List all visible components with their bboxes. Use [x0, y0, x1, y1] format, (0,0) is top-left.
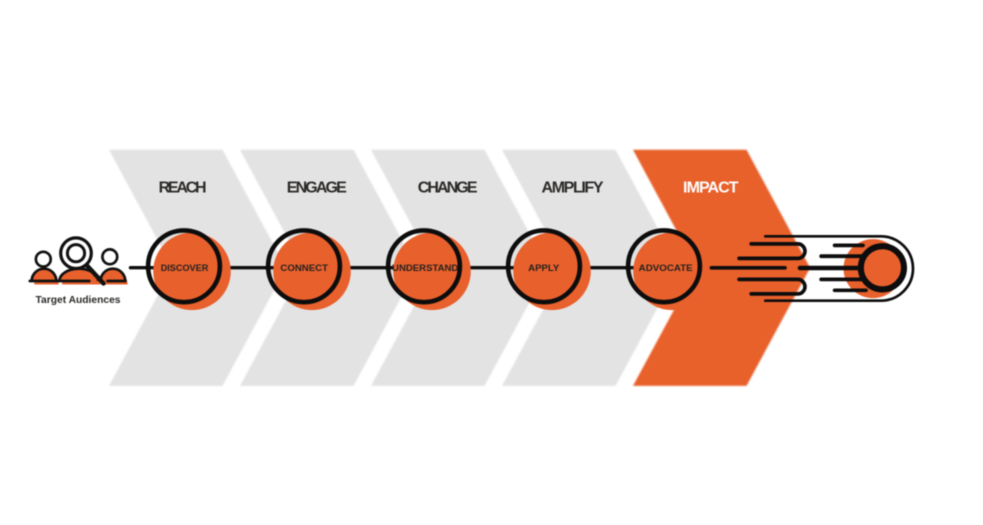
svg-text:UNDERSTAND: UNDERSTAND	[392, 263, 459, 273]
svg-text:REACH: REACH	[159, 179, 207, 196]
svg-text:CHANGE: CHANGE	[418, 179, 478, 196]
svg-text:IMPACT: IMPACT	[683, 179, 739, 196]
svg-text:ENGAGE: ENGAGE	[287, 179, 347, 196]
svg-text:DISCOVER: DISCOVER	[161, 263, 209, 273]
svg-text:CONNECT: CONNECT	[280, 263, 328, 273]
svg-text:APPLY: APPLY	[528, 263, 559, 273]
svg-text:AMPLIFY: AMPLIFY	[542, 179, 604, 196]
svg-text:Target Audiences: Target Audiences	[36, 295, 121, 306]
svg-text:ADVOCATE: ADVOCATE	[639, 263, 693, 273]
